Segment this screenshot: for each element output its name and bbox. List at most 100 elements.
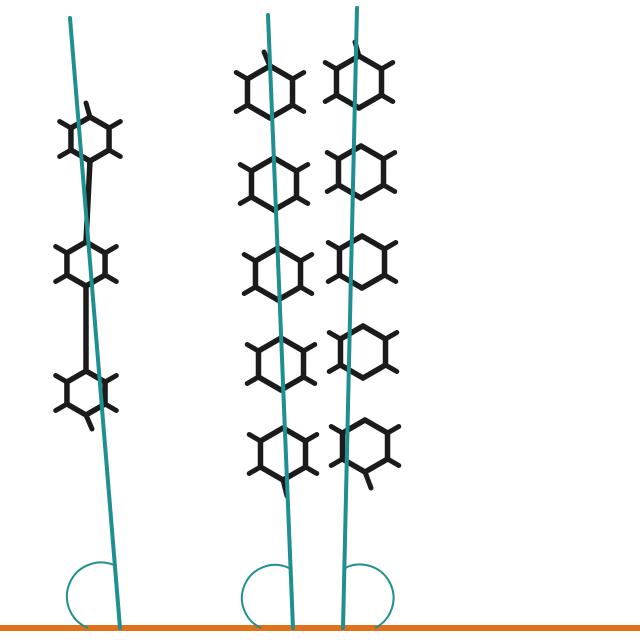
molecule-2-ring-3-bond — [252, 245, 281, 264]
molecule-2-ring-2-bond — [248, 155, 277, 174]
molecule-2-ring-5-bond — [257, 464, 286, 483]
molecule-1-ring-3-hydrogen — [102, 401, 119, 413]
molecule-3-ring-1-hydrogen — [379, 92, 396, 104]
molecule-1-terminal-hydrogen — [83, 412, 95, 432]
molecule-1 — [53, 16, 123, 630]
molecule-2-ring-2-bond — [248, 194, 277, 213]
molecule-1-ring-1-hydrogen — [57, 119, 74, 131]
molecule-2-ring-1-hydrogen — [290, 70, 307, 82]
molecule-3 — [322, 6, 402, 630]
molecule-2-rings — [233, 49, 320, 499]
molecule-3-ring-5-bond — [362, 417, 391, 436]
molecule-1-terminal-hydrogen — [83, 100, 93, 120]
molecule-2-ring-1-bond — [244, 63, 273, 82]
molecule-2-ring-3-hydrogen — [298, 284, 315, 296]
molecule-3-ring-3-hydrogen — [382, 240, 399, 252]
molecule-2-ring-3-bond — [275, 284, 304, 303]
molecule-3-ring-2-hydrogen — [381, 182, 398, 194]
molecule-1-ring-2-hydrogen — [53, 272, 70, 284]
molecule-2-ring-4-hydrogen — [244, 342, 261, 354]
molecule-3-ring-3-bond — [359, 233, 388, 252]
molecule-2-ring-5-bond — [257, 425, 286, 444]
molecule-2-ring-2-bond — [271, 155, 300, 174]
molecule-3-ring-1-bond — [356, 53, 385, 72]
molecule-3-ring-3-hydrogen — [325, 240, 342, 252]
molecule-1-ring-3-bond — [64, 401, 89, 418]
molecule-3-ring-1-bond — [356, 92, 385, 111]
molecule-2-ring-3-hydrogen — [298, 252, 315, 264]
molecule-1-ring-2-hydrogen — [53, 244, 70, 256]
molecule-2-ring-3-hydrogen — [241, 284, 258, 296]
molecule-1-rings — [53, 100, 123, 432]
molecule-2-ring-1-bond — [244, 102, 273, 121]
molecule-2-ring-1-bond — [267, 63, 296, 82]
molecule-2-ring-5-hydrogen — [246, 464, 263, 476]
molecule-2-ring-4-hydrogen — [301, 374, 318, 386]
molecule-3-rings — [322, 39, 402, 491]
molecule-1-ring-1-hydrogen — [57, 147, 74, 159]
molecule-3-ring-4-bond — [337, 323, 366, 342]
molecule-1-ring-1-hydrogen — [106, 147, 123, 159]
molecule-1-ring-2-bond — [83, 272, 108, 289]
molecule-2-ring-4-bond — [278, 335, 307, 354]
molecule-2-ring-3-bond — [275, 245, 304, 264]
molecule-3-ring-1-hydrogen — [322, 92, 339, 104]
molecule-3-tilt-angle-arc — [344, 563, 395, 629]
molecule-2-ring-4-hydrogen — [244, 374, 261, 386]
molecule-2-ring-4-bond — [255, 335, 284, 354]
molecule-1-ring-3-hydrogen — [53, 401, 70, 413]
molecule-2-ring-2-hydrogen — [294, 194, 311, 206]
molecule-2-ring-5-hydrogen — [303, 432, 320, 444]
molecule-3-axis — [341, 6, 359, 630]
molecule-2-ring-5-hydrogen — [246, 432, 263, 444]
molecule-1-ring-3-bond — [83, 368, 108, 385]
molecule-3-ring-4-hydrogen — [383, 330, 400, 342]
molecule-3-ring-2-bond — [335, 182, 364, 201]
molecule-3-ring-5-hydrogen — [328, 424, 345, 436]
molecule-1-ring-1-bond — [87, 147, 112, 164]
molecule-3-terminal-hydrogen — [362, 469, 374, 491]
molecule-2-ring-1-hydrogen — [233, 70, 250, 82]
molecule-3-ring-5-hydrogen — [385, 456, 402, 468]
molecule-3-ring-3-hydrogen — [382, 272, 399, 284]
molecule-1-axis — [68, 16, 122, 630]
molecule-1-ring-2-hydrogen — [102, 244, 119, 256]
molecule-1-ring-3-bond — [64, 368, 89, 385]
molecule-3-ring-2-bond — [358, 182, 387, 201]
molecule-2-ring-2-hydrogen — [237, 162, 254, 174]
molecule-3-ring-5-hydrogen — [328, 456, 345, 468]
molecule-3-ring-2-hydrogen — [324, 150, 341, 162]
molecule-3-ring-3-bond — [359, 272, 388, 291]
molecule-2-ring-3-bond — [252, 284, 281, 303]
molecule-3-ring-4-bond — [360, 323, 389, 342]
molecule-1-ring-2-bond — [64, 239, 89, 256]
molecule-3-ring-3-hydrogen — [325, 272, 342, 284]
molecule-1-ring-2-hydrogen — [102, 272, 119, 284]
molecule-3-ring-1-hydrogen — [379, 60, 396, 72]
molecule-2-ring-2-hydrogen — [294, 162, 311, 174]
molecule-3-ring-5-hydrogen — [385, 424, 402, 436]
molecule-2-tilt-angle-arc — [240, 563, 290, 629]
molecule-2-ring-3-hydrogen — [241, 252, 258, 264]
molecule-3-ring-2-bond — [335, 143, 364, 162]
molecule-2-ring-1-hydrogen — [290, 102, 307, 114]
molecule-3-ring-2-hydrogen — [324, 182, 341, 194]
molecule-3-ring-2-hydrogen — [381, 150, 398, 162]
molecule-1-ring-1-hydrogen — [106, 119, 123, 131]
molecule-3-ring-4-bond — [360, 362, 389, 381]
molecule-2-ring-4-bond — [255, 374, 284, 393]
molecule-2-ring-2-hydrogen — [237, 194, 254, 206]
molecule-1-tilt-angle-arc — [65, 561, 115, 629]
molecule-2 — [233, 13, 320, 630]
molecule-1-ring-2-bond — [64, 272, 89, 289]
molecule-1-ring-3-hydrogen — [53, 373, 70, 385]
molecule-1-ring-3-hydrogen — [102, 373, 119, 385]
molecule-2-ring-4-hydrogen — [301, 342, 318, 354]
molecule-3-ring-4-bond — [337, 362, 366, 381]
molecule-3-ring-4-hydrogen — [326, 330, 343, 342]
molecule-2-ring-1-hydrogen — [233, 102, 250, 114]
molecule-3-ring-2-bond — [358, 143, 387, 162]
molecule-3-ring-4-hydrogen — [383, 362, 400, 374]
molecule-3-ring-1-hydrogen — [322, 60, 339, 72]
